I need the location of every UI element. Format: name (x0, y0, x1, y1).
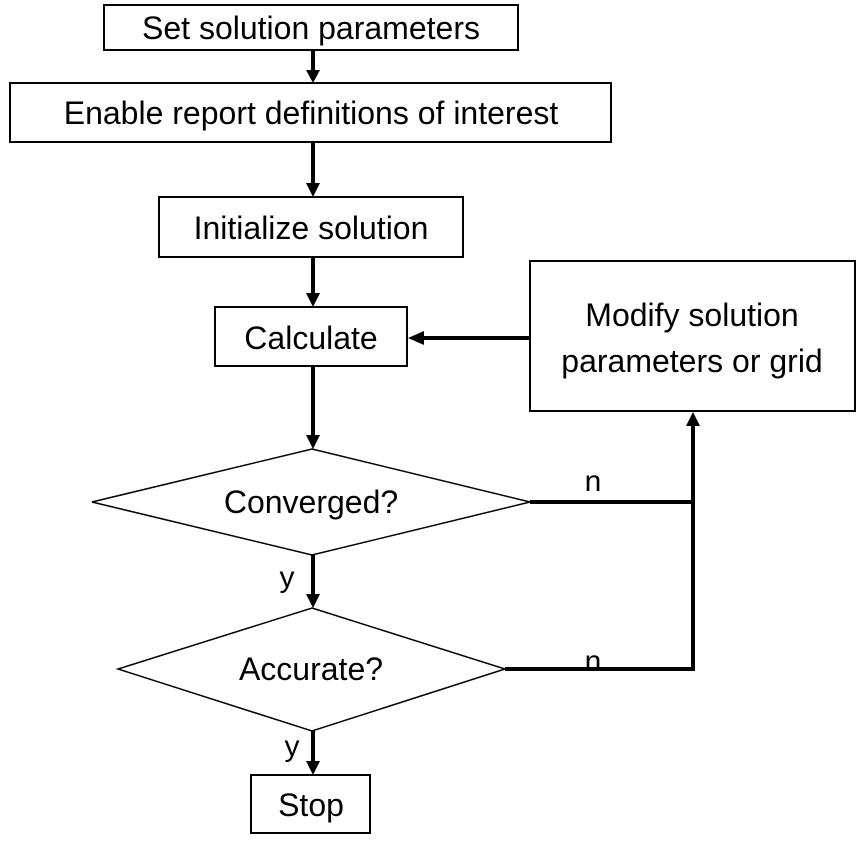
edge-accurate-no (505, 424, 695, 671)
node-calculate-box (214, 306, 408, 367)
node-initialize-label: Initialize solution (194, 210, 429, 246)
node-set-parameters: Set solution parameters (103, 4, 519, 51)
node-calculate-label: Calculate (244, 320, 377, 356)
arrowhead-enable (306, 70, 320, 83)
node-initialize: Initialize solution (158, 196, 464, 258)
arrowhead-modify (686, 412, 700, 426)
node-modify-label-line1: Modify solution (585, 297, 798, 333)
node-stop-label: Stop (278, 787, 344, 823)
edge-label-accurate-yes: y (285, 730, 300, 763)
node-stop: Stop (250, 774, 371, 834)
decision-accurate-label: Accurate? (239, 651, 383, 687)
arrowhead-calculate-return (408, 331, 424, 345)
edge-label-converged-yes: y (280, 561, 295, 594)
node-calculate: Calculate (214, 306, 408, 367)
connectors (306, 50, 700, 775)
node-set-parameters-box (103, 4, 519, 51)
edge-labels: y n y n (280, 465, 602, 763)
decision-accurate-diamond (115, 607, 508, 732)
node-modify-label-line2: parameters or grid (561, 343, 822, 379)
decision-converged-diamond (91, 448, 531, 556)
node-set-parameters-label: Set solution parameters (142, 10, 480, 46)
decision-converged: Converged? (91, 448, 531, 556)
arrowhead-calculate (306, 293, 320, 307)
edge-label-converged-no: n (585, 465, 602, 498)
node-modify: Modify solution parameters or grid (529, 260, 856, 412)
node-enable-reports: Enable report definitions of interest (9, 82, 612, 143)
node-initialize-box (158, 196, 464, 258)
arrowhead-stop (306, 761, 320, 775)
node-enable-reports-box (9, 82, 612, 143)
node-stop-box (250, 774, 371, 834)
decision-accurate: Accurate? (115, 607, 508, 732)
arrowhead-initialize (306, 183, 320, 197)
edge-label-accurate-no: n (585, 645, 602, 678)
node-modify-box (529, 260, 856, 412)
node-enable-reports-label: Enable report definitions of interest (64, 95, 559, 131)
arrowhead-converged (306, 435, 320, 449)
arrowhead-accurate (306, 594, 320, 608)
decision-converged-label: Converged? (224, 484, 398, 520)
